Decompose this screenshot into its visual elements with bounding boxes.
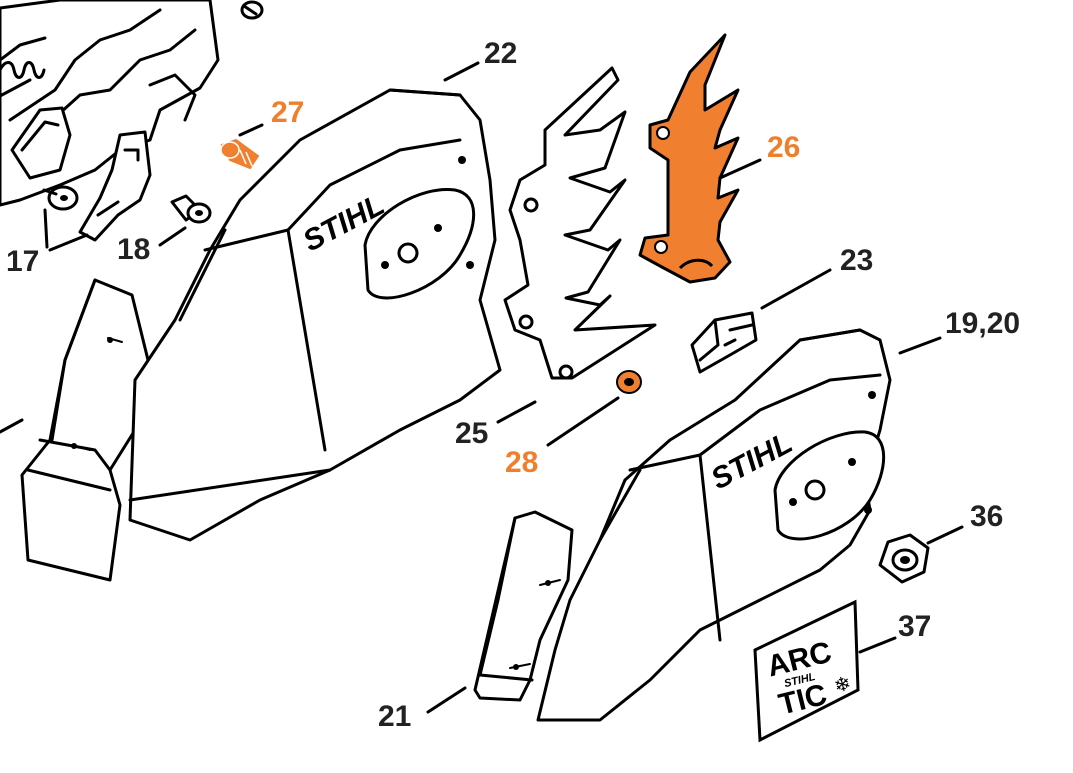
- callout-18: 18: [117, 233, 150, 266]
- engine-housing-fragment: [0, 0, 220, 207]
- callout-28: 28: [505, 446, 538, 479]
- snowflake-icon: ❄: [831, 671, 853, 698]
- callout-19-20: 19,20: [945, 307, 1020, 340]
- chain-guard-left: [20, 278, 150, 582]
- nut-part-36: [878, 533, 930, 584]
- callout-17: 17: [6, 245, 39, 278]
- screw-part-27-highlighted: [220, 138, 260, 170]
- callout-36: 36: [970, 500, 1003, 533]
- sprocket-cover-part-19-20: STIHL: [536, 328, 892, 722]
- sprocket-cover-part-22: STIHL: [128, 88, 502, 542]
- screw-part-17: [42, 185, 79, 211]
- chain-catcher-part-26-highlighted: [638, 33, 740, 284]
- stop-part-23: [690, 311, 758, 374]
- callout-21: 21: [378, 700, 411, 733]
- housing-screw: [240, 0, 264, 20]
- callout-27: 27: [271, 96, 304, 129]
- callout-37: 37: [898, 610, 931, 643]
- callout-23: 23: [840, 244, 873, 277]
- callout-labels: 17 18 19,20 21 22 23 25 26 27 28 36 37: [6, 37, 1020, 733]
- callout-26: 26: [767, 131, 800, 164]
- leader-lines: [0, 61, 964, 714]
- chain-catcher-bracket: [78, 130, 152, 242]
- chain-guard-part-21: [473, 510, 574, 702]
- callout-22: 22: [484, 37, 517, 70]
- screw-part-18: [170, 194, 212, 224]
- decal-part-37: ARC STIHL TIC ❄: [753, 599, 860, 743]
- callout-25: 25: [455, 417, 488, 450]
- chain-catcher-plate-part-25: [503, 66, 657, 380]
- nut-part-28-highlighted: [616, 370, 642, 394]
